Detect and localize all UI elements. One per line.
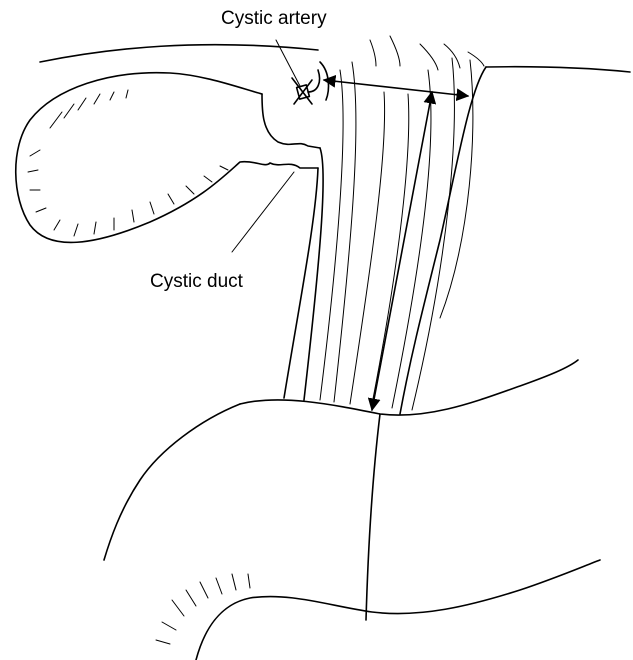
common-bile-duct [284, 36, 486, 414]
width-arrow [324, 80, 468, 96]
gallbladder [16, 73, 320, 243]
cystic-artery-clip [292, 70, 320, 104]
cystic-duct-leader [232, 172, 294, 252]
liver-edge-right [486, 67, 630, 72]
cystic-duct-label: Cystic duct [150, 272, 243, 291]
duodenum [104, 360, 600, 660]
duodenum-folds [156, 574, 250, 644]
gallbladder-hatching [28, 90, 228, 236]
liver-edge-left [40, 45, 318, 62]
cystic-artery-label: Cystic artery [221, 9, 327, 28]
